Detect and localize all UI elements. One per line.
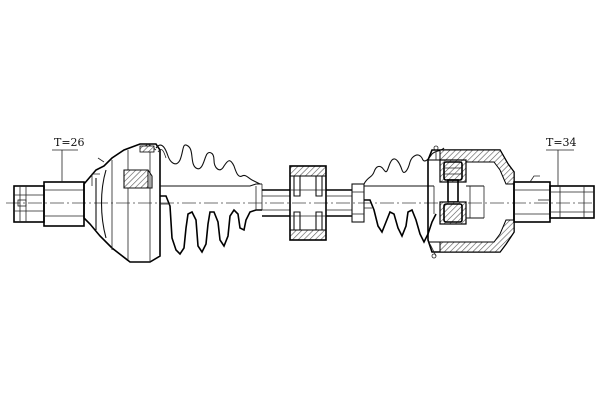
main-shaft-left bbox=[262, 189, 290, 217]
inner-cv-joint bbox=[427, 145, 515, 259]
damper-mass bbox=[289, 165, 327, 241]
right-teeth-label: T=34 bbox=[546, 136, 577, 149]
main-shaft-right bbox=[326, 183, 365, 223]
left-teeth-label: T=26 bbox=[54, 136, 85, 149]
right-teeth-callout: T=34 bbox=[546, 136, 577, 186]
right-stub-shaft bbox=[513, 175, 595, 223]
outer-boot bbox=[155, 144, 263, 256]
inner-boot bbox=[363, 147, 445, 244]
left-stub-shaft bbox=[13, 181, 85, 227]
outer-cv-joint bbox=[83, 143, 161, 263]
left-teeth-callout: T=26 bbox=[52, 136, 85, 182]
